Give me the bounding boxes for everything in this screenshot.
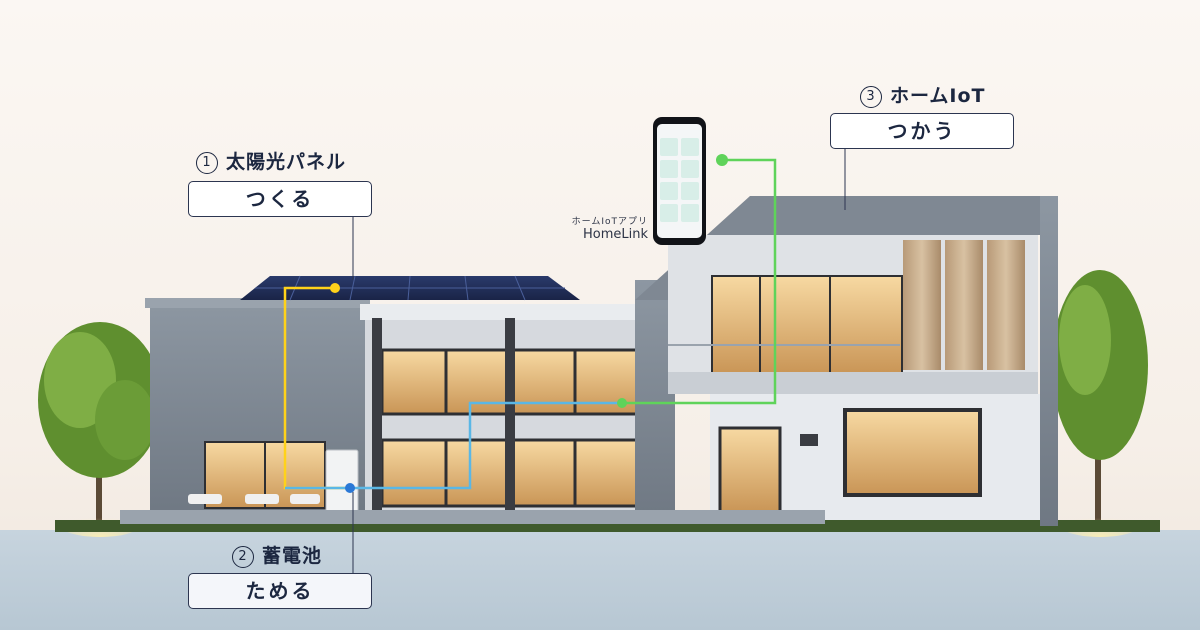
step-solar-title: 1 太陽光パネル — [196, 147, 346, 174]
circled-number-icon: 3 — [860, 86, 882, 108]
right-roof — [635, 196, 1055, 300]
lounge-chairs — [188, 494, 320, 504]
tree-icon — [38, 322, 162, 537]
ground — [0, 530, 1200, 630]
tree-icon — [1052, 270, 1148, 537]
living-window — [845, 410, 980, 495]
step-battery-title: 2 蓄電池 — [232, 541, 322, 568]
step-solar-action: つくる — [188, 181, 372, 217]
step-solar-label: 太陽光パネル — [226, 151, 347, 173]
step-iot-label: ホームIoT — [890, 85, 986, 107]
upper-right-windows — [712, 276, 902, 374]
app-subtitle: ホームIoTアプリ — [571, 217, 648, 227]
app-name: HomeLink — [582, 227, 648, 242]
energy-flow-lines — [283, 158, 777, 490]
step-battery-action: ためる — [188, 573, 372, 609]
step-battery-label: 蓄電池 — [262, 545, 323, 567]
leader-lines — [352, 146, 846, 575]
step-iot-title: 3 ホームIoT — [860, 81, 986, 108]
circled-number-icon: 2 — [232, 546, 254, 568]
wood-louvers — [903, 240, 1025, 370]
step-iot-action: つかう — [830, 113, 1014, 149]
app-caption: ホームIoTアプリ HomeLink — [560, 214, 648, 242]
smartphone-icon — [653, 117, 706, 245]
circled-number-icon: 1 — [196, 152, 218, 174]
